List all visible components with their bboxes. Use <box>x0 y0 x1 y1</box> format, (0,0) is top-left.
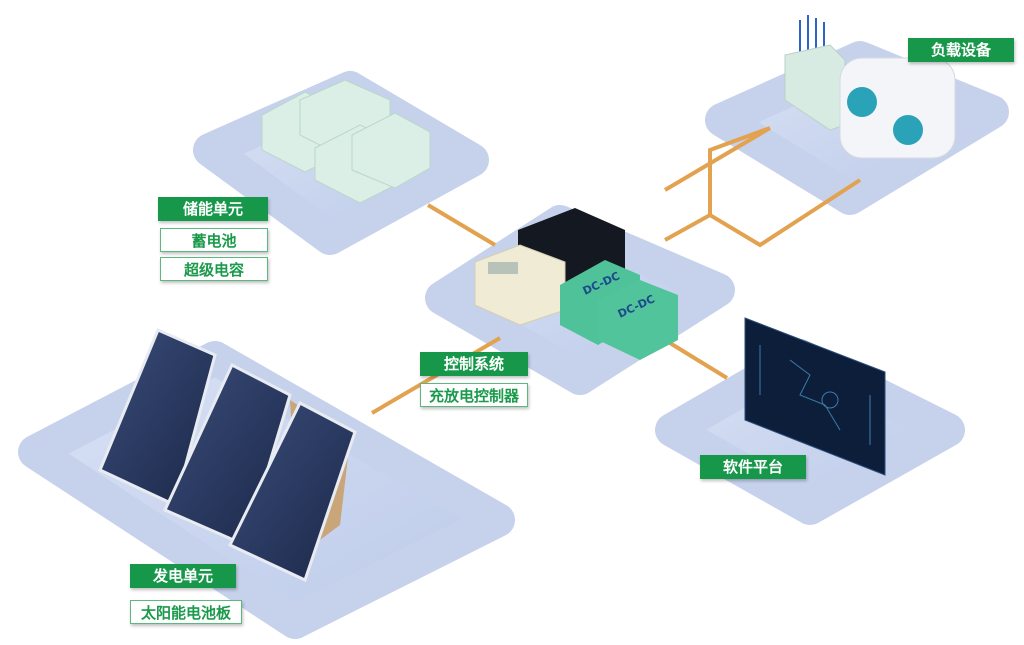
software-platform-title: 软件平台 <box>700 455 806 479</box>
controller-icon: DC-DC DC-DC <box>474 208 678 360</box>
connector-software-control <box>663 338 729 380</box>
software-screen-icon <box>744 317 886 476</box>
load-unit-title: 负载设备 <box>908 38 1014 62</box>
control-item-charge-controller: 充放电控制器 <box>420 383 528 407</box>
load-device-icon <box>784 15 956 159</box>
storage-item-battery: 蓄电池 <box>160 228 268 252</box>
storage-unit-title: 储能单元 <box>158 197 268 221</box>
generation-item-solar-panel: 太阳能电池板 <box>130 600 242 624</box>
solar-panel-icon <box>98 328 357 583</box>
generation-unit-title: 发电单元 <box>130 564 236 588</box>
control-system-title: 控制系统 <box>420 352 528 376</box>
connector-load-loop <box>708 126 771 215</box>
storage-item-supercapacitor: 超级电容 <box>160 257 268 281</box>
connector-load-control-a <box>663 126 772 192</box>
connector-load-control-b <box>664 178 862 248</box>
battery-icon <box>261 79 431 204</box>
connector-storage-control <box>426 203 497 247</box>
